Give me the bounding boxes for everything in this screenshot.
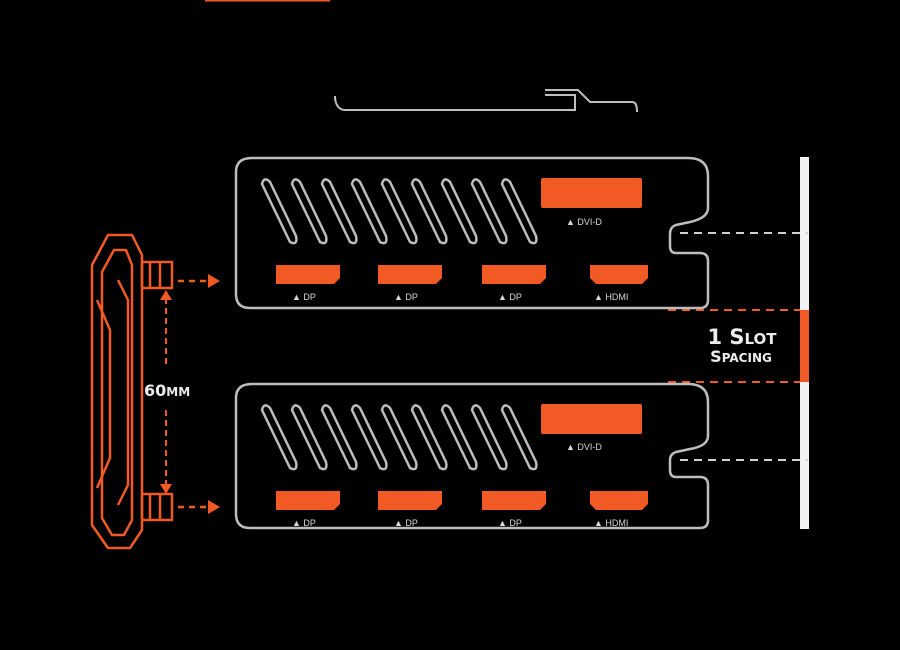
dvi-port bbox=[541, 404, 642, 434]
fan-mount-top bbox=[140, 260, 174, 290]
displayport-port-label: ▲ DP bbox=[394, 518, 418, 528]
top-card-edge bbox=[334, 89, 638, 113]
dvi-port bbox=[541, 178, 642, 208]
displayport-port bbox=[276, 265, 340, 284]
fan-frame-detail bbox=[95, 299, 112, 489]
displayport-port bbox=[482, 491, 546, 510]
vent-slot bbox=[500, 178, 538, 245]
displayport-port bbox=[482, 265, 546, 284]
vent-slot bbox=[440, 178, 478, 245]
vent-slot bbox=[350, 404, 388, 471]
displayport-port-label: ▲ DP bbox=[498, 292, 522, 302]
vent-slots bbox=[260, 178, 538, 245]
graphics-card-bracket-2: ▲ DVI-D ▲ DP ▲ DP ▲ DP ▲ HDMI bbox=[234, 382, 710, 530]
spacing-label-line1: 1 SLOT bbox=[707, 325, 777, 349]
hdmi-port-label: ▲ HDMI bbox=[594, 292, 628, 302]
dimension-arrow-up bbox=[160, 290, 172, 300]
vent-slot bbox=[500, 404, 538, 471]
vent-slot bbox=[410, 178, 448, 245]
bracket-guides bbox=[680, 232, 808, 461]
vent-slot bbox=[290, 178, 328, 245]
vent-slot bbox=[380, 404, 418, 471]
fan-frame-outer bbox=[90, 233, 144, 550]
hdmi-port-label: ▲ HDMI bbox=[594, 518, 628, 528]
fan-size-label: 60MM bbox=[144, 381, 190, 400]
fan-dimension bbox=[160, 290, 172, 494]
hdmi-port bbox=[590, 491, 648, 510]
slot-bar bbox=[800, 157, 809, 529]
vent-slots bbox=[260, 404, 538, 471]
dvi-port-label: ▲ DVI-D bbox=[566, 442, 602, 452]
vent-slot bbox=[380, 178, 418, 245]
displayport-port-label: ▲ DP bbox=[498, 518, 522, 528]
airflow-arrows bbox=[178, 274, 220, 514]
arrow-head bbox=[208, 500, 220, 514]
card-outline bbox=[234, 382, 710, 530]
vent-slot bbox=[290, 404, 328, 471]
dvi-port-label: ▲ DVI-D bbox=[566, 217, 602, 227]
hdmi-port bbox=[590, 265, 648, 284]
displayport-port-label: ▲ DP bbox=[394, 292, 418, 302]
spacing-guides bbox=[668, 309, 800, 383]
graphics-card-bracket-1: ▲ DVI-D ▲ DP ▲ DP ▲ DP ▲ HDMI bbox=[234, 156, 710, 310]
vent-slot bbox=[350, 178, 388, 245]
card-outline bbox=[234, 156, 710, 310]
spacing-label-line2: SPACING bbox=[710, 347, 772, 366]
displayport-port bbox=[276, 491, 340, 510]
fan-frame-detail-2 bbox=[116, 279, 130, 506]
displayport-port bbox=[378, 491, 442, 510]
arrow-head bbox=[208, 274, 220, 288]
fan-mount-bottom bbox=[140, 492, 174, 522]
displayport-port bbox=[378, 265, 442, 284]
bottom-ports: ▲ DP ▲ DP ▲ DP ▲ HDMI bbox=[276, 265, 648, 302]
slot-bar-highlight bbox=[800, 310, 809, 382]
displayport-port-label: ▲ DP bbox=[292, 292, 316, 302]
dimension-arrow-down bbox=[160, 484, 172, 494]
fan-frame-inner bbox=[100, 248, 134, 537]
vent-slot bbox=[440, 404, 478, 471]
vent-slot bbox=[470, 404, 508, 471]
displayport-port-label: ▲ DP bbox=[292, 518, 316, 528]
vent-slot bbox=[260, 404, 298, 471]
vent-slot bbox=[260, 178, 298, 245]
vent-slot bbox=[410, 404, 448, 471]
vent-slot bbox=[320, 404, 358, 471]
vent-slot bbox=[320, 178, 358, 245]
vent-slot bbox=[470, 178, 508, 245]
bottom-ports: ▲ DP ▲ DP ▲ DP ▲ HDMI bbox=[276, 491, 648, 528]
fan-side-view bbox=[90, 233, 174, 550]
